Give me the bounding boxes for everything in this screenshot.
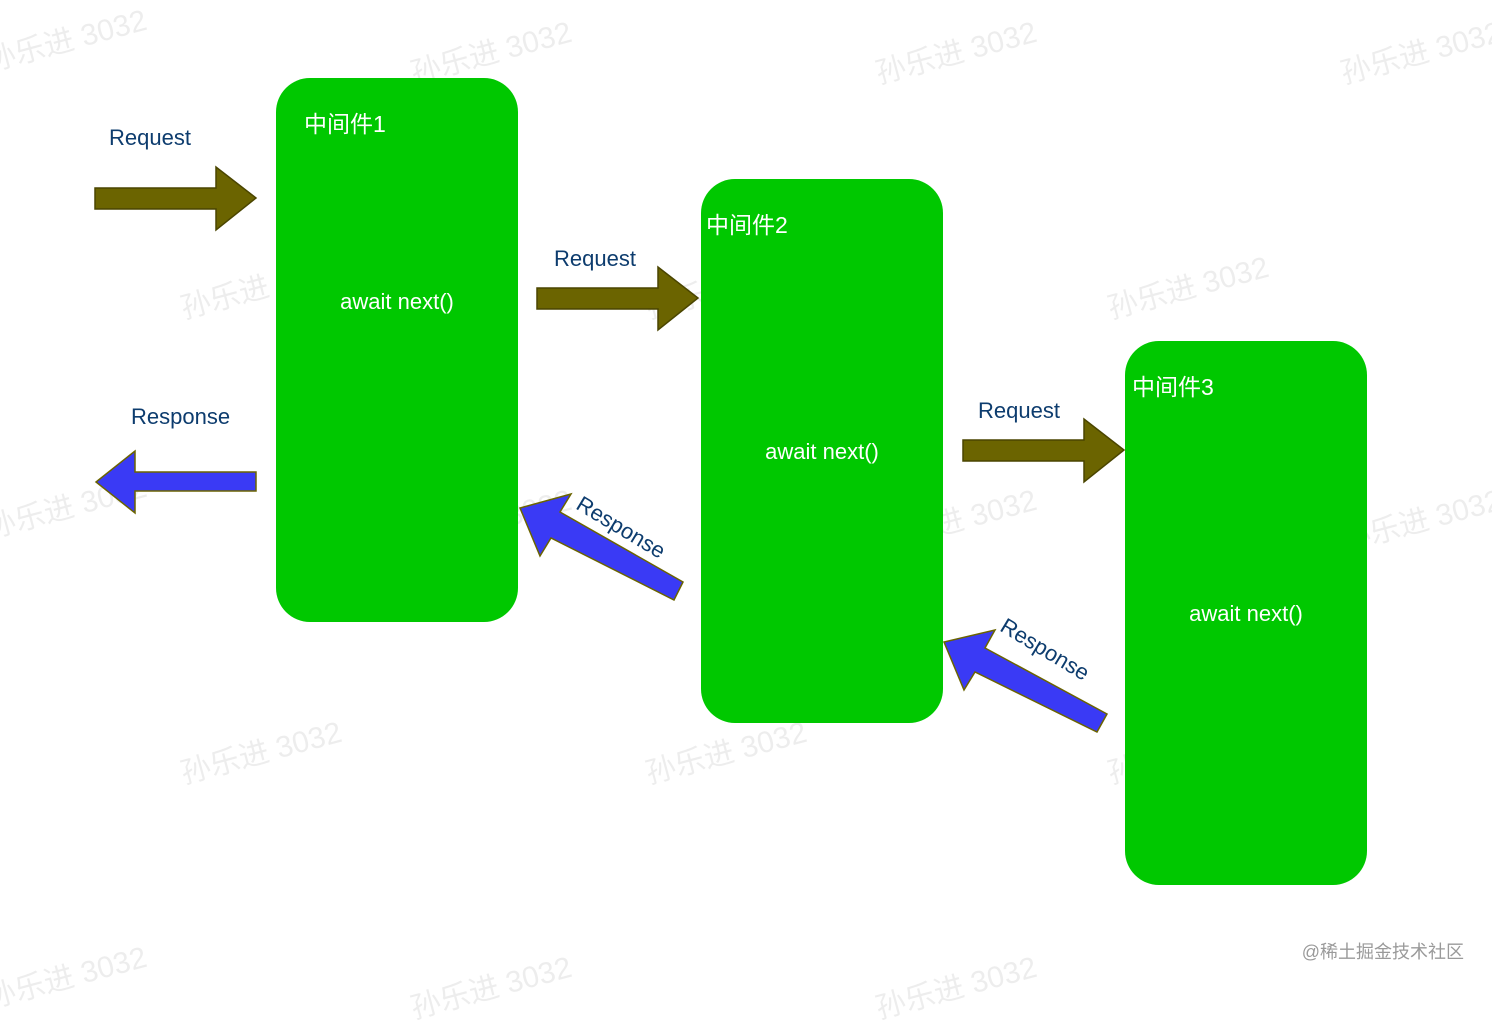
response-arrow-1 — [94, 449, 257, 515]
middleware-box-1: 中间件1 await next() — [276, 78, 518, 622]
middleware-title: 中间件1 — [304, 111, 386, 137]
diagram-canvas: 孙乐进 3032 孙乐进 3032 孙乐进 3032 孙乐进 3032 孙乐进 … — [0, 4, 1492, 1026]
request-arrow-2 — [536, 265, 700, 332]
request-label-1: Request — [109, 125, 191, 150]
middleware-title: 中间件2 — [706, 212, 788, 238]
response-arrow-3 — [942, 628, 1109, 733]
middleware-box-2: 中间件2 await next() — [701, 179, 943, 723]
middleware-box-3: 中间件3 await next() — [1125, 341, 1367, 885]
request-arrow-1 — [94, 165, 258, 232]
request-arrow-3 — [962, 417, 1126, 484]
middleware-title: 中间件3 — [1132, 374, 1214, 400]
middleware-code: await next() — [765, 439, 879, 464]
response-label-1: Response — [131, 404, 231, 429]
middleware-code: await next() — [340, 289, 454, 314]
source-credit: @稀土掘金技术社区 — [1301, 942, 1464, 962]
arrows-layer — [94, 165, 1126, 733]
request-label-3: Request — [978, 398, 1060, 423]
request-label-2: Request — [554, 246, 636, 271]
response-arrow-2 — [518, 492, 684, 602]
middleware-code: await next() — [1189, 601, 1303, 626]
